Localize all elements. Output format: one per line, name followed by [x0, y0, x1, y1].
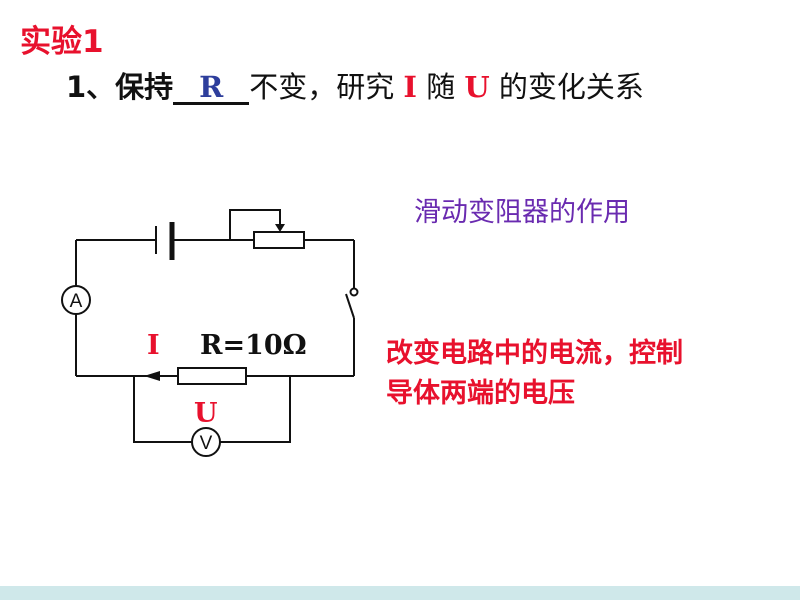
wire-voltmeter-right [220, 376, 291, 443]
explanation-line-2: 导体两端的电压 [386, 378, 575, 409]
circuit-wires [75, 209, 355, 443]
switch-terminal [349, 287, 359, 297]
question-mid2: 随 [416, 70, 465, 104]
ammeter [61, 285, 91, 315]
blank-answer: R [199, 70, 224, 104]
voltmeter [191, 427, 221, 457]
question-middle: 不变，研究 [249, 70, 404, 104]
wire-slider-arm [229, 209, 281, 240]
current-label: I [147, 330, 160, 361]
bottom-decor-bar [0, 586, 800, 600]
rheostat-role-heading: 滑动变阻器的作用 [414, 197, 630, 228]
fixed-resistor [177, 367, 247, 385]
rheostat-slider-arrow [275, 224, 285, 232]
switch-blade [345, 293, 355, 319]
resistor-label: R=10Ω [200, 330, 307, 361]
voltage-label: U [194, 398, 218, 429]
voltmeter-symbol: V [200, 433, 213, 454]
question-var-u: U [464, 70, 490, 104]
rheostat-role-explanation: 改变电路中的电流，控制 导体两端的电压 [386, 334, 683, 414]
question-prefix: 1、保持 [66, 70, 174, 104]
current-arrow [144, 371, 160, 381]
explanation-line-1: 改变电路中的电流，控制 [386, 338, 683, 369]
fill-blank: R [173, 70, 250, 105]
ammeter-symbol: A [70, 291, 83, 312]
wire-voltmeter-left [133, 376, 192, 443]
slide-title: 实验1 [20, 24, 104, 60]
question-var-i: I [403, 70, 417, 104]
question-line: 1、保持 R 不变，研究 I 随 U 的变化关系 [66, 64, 644, 106]
rheostat-body [253, 231, 305, 249]
question-suffix: 的变化关系 [489, 70, 644, 104]
